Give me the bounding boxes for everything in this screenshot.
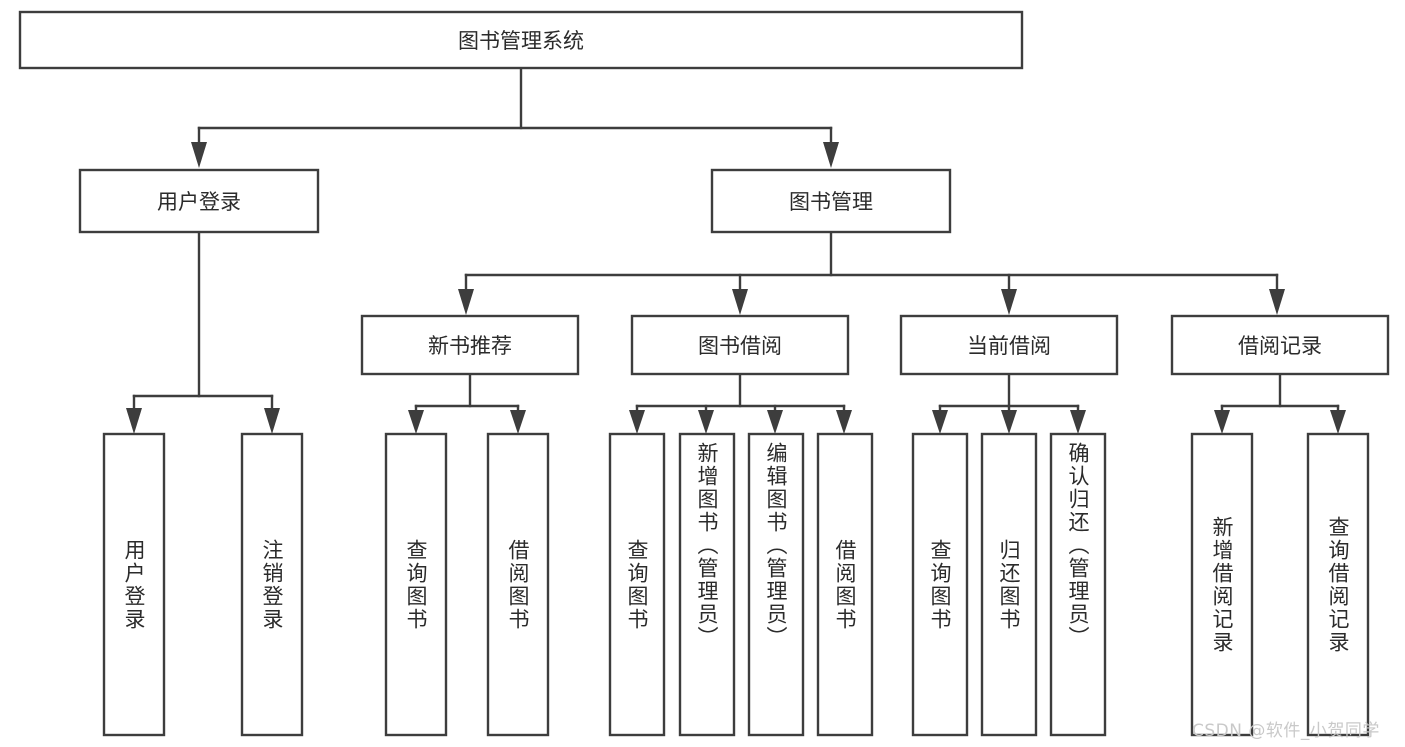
node-new-book-rec[interactable]: 新书推荐	[360, 314, 580, 376]
arrow-head-leaf-confirm-return	[1070, 410, 1086, 434]
node-book-manage-label: 图书管理	[789, 190, 873, 214]
leaf-boxes-book-borrow	[608, 432, 874, 737]
node-current-borrow[interactable]: 当前借阅	[899, 314, 1119, 376]
arrow-head-new-book-rec	[458, 289, 474, 315]
node-book-borrow-label: 图书借阅	[698, 334, 782, 358]
leaf-box-return-book[interactable]	[980, 432, 1038, 737]
node-user-login-box[interactable]	[78, 168, 320, 234]
arrow-head-leaf-borrow-book-2	[836, 410, 852, 434]
leaf-box-query-book-2[interactable]	[608, 432, 666, 737]
connector-group-user-login	[126, 230, 280, 434]
leaf-box-borrow-book-1[interactable]	[486, 432, 550, 737]
arrow-head-current-borrow	[1001, 289, 1017, 315]
leaf-box-confirm-return[interactable]	[1049, 432, 1107, 737]
node-book-borrow-box[interactable]	[630, 314, 850, 376]
leaf-box-query-record[interactable]	[1306, 432, 1370, 737]
node-current-borrow-box[interactable]	[899, 314, 1119, 376]
node-borrow-record[interactable]: 借阅记录	[1170, 314, 1390, 376]
arrow-head-leaf-query-book-1	[408, 410, 424, 434]
arrow-head-leaf-borrow-book-1	[510, 410, 526, 434]
leaf-box-logout[interactable]	[240, 432, 304, 737]
leaf-box-add-record[interactable]	[1190, 432, 1254, 737]
node-root[interactable]: 图书管理系统	[18, 10, 1024, 70]
node-borrow-record-label: 借阅记录	[1238, 334, 1322, 358]
connector-group-current-borrow	[932, 372, 1086, 434]
node-root-label: 图书管理系统	[458, 29, 584, 53]
leaf-box-query-book-3[interactable]	[911, 432, 969, 737]
leaf-boxes-new-book-rec	[384, 432, 550, 737]
arrow-head-leaf-add-book	[698, 410, 714, 434]
arrow-head-leaf-add-record	[1214, 410, 1230, 434]
node-root-box[interactable]	[18, 10, 1024, 70]
node-book-manage[interactable]: 图书管理	[710, 168, 952, 234]
leaf-box-user-login[interactable]	[102, 432, 166, 737]
leaf-box-edit-book[interactable]	[747, 432, 805, 737]
connector-group-book-borrow	[629, 372, 852, 434]
node-new-book-rec-box[interactable]	[360, 314, 580, 376]
connector-group-new-book-rec	[408, 372, 526, 434]
arrow-head-leaf-user-login	[126, 408, 142, 434]
connector-group-book-manage	[458, 230, 1285, 315]
node-user-login-label: 用户登录	[157, 190, 241, 214]
leaf-box-query-book-1[interactable]	[384, 432, 448, 737]
arrow-head-user-login	[191, 142, 207, 168]
node-new-book-rec-label: 新书推荐	[428, 334, 512, 358]
node-book-manage-box[interactable]	[710, 168, 952, 234]
leaf-box-add-book[interactable]	[678, 432, 736, 737]
arrow-head-leaf-logout	[264, 408, 280, 434]
node-borrow-record-box[interactable]	[1170, 314, 1390, 376]
node-book-borrow[interactable]: 图书借阅	[630, 314, 850, 376]
arrow-head-leaf-query-book-3	[932, 410, 948, 434]
arrow-head-leaf-query-book-2	[629, 410, 645, 434]
leaf-boxes-current-borrow	[911, 432, 1107, 737]
leaf-boxes-borrow-record	[1190, 432, 1370, 737]
arrow-head-leaf-return-book	[1001, 410, 1017, 434]
node-user-login[interactable]: 用户登录	[78, 168, 320, 234]
arrow-head-book-borrow	[732, 289, 748, 315]
connector-group-borrow-record	[1214, 372, 1346, 434]
arrow-head-borrow-record	[1269, 289, 1285, 315]
arrow-head-leaf-edit-book	[767, 410, 783, 434]
node-current-borrow-label: 当前借阅	[967, 334, 1051, 358]
leaf-box-borrow-book-2[interactable]	[816, 432, 874, 737]
arrow-head-book-manage	[823, 142, 839, 168]
csdn-watermark: CSDN @软件_小贺同学	[1192, 721, 1380, 741]
connector-group-root	[191, 66, 839, 168]
leaf-boxes-user-login	[102, 432, 304, 737]
arrow-head-leaf-query-record	[1330, 410, 1346, 434]
